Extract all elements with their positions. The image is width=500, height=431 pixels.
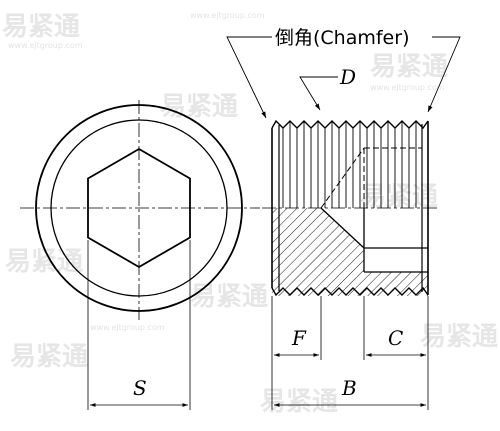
watermark-text: 易紧通 bbox=[260, 387, 338, 417]
chamfer-leader-right bbox=[427, 36, 461, 113]
s-label: S bbox=[133, 376, 147, 400]
watermark-url: www.ejtgroup.com bbox=[370, 83, 445, 92]
d-leader bbox=[299, 76, 338, 111]
hidden-socket-taper bbox=[320, 147, 365, 209]
watermark-text: 易紧通 bbox=[5, 247, 83, 277]
watermark-url: www.ejtgroup.com bbox=[90, 323, 165, 332]
chamfer-label: 倒角(Chamfer) bbox=[275, 27, 409, 49]
section-hatch bbox=[272, 208, 428, 296]
socket-void bbox=[364, 248, 428, 272]
watermark-url: www.ejtgroup.com bbox=[8, 41, 83, 50]
watermark-text: 易紧通 bbox=[2, 12, 80, 42]
watermark-text: 易紧通 bbox=[360, 182, 438, 212]
d-label: D bbox=[339, 65, 356, 89]
end-view bbox=[20, 100, 260, 410]
thread-root-lines bbox=[282, 121, 417, 208]
b-label: B bbox=[341, 376, 357, 400]
f-label: F bbox=[291, 326, 307, 350]
bottom-thread-profile bbox=[271, 286, 429, 297]
watermark-text: 易紧通 bbox=[10, 342, 88, 372]
watermark-text: 易紧通 bbox=[160, 92, 238, 122]
chamfer-leader-left bbox=[226, 36, 272, 119]
watermark-layer: 易紧通 易紧通 易紧通 易紧通 易紧通 易紧通 易紧通 易紧通 易紧通 www.… bbox=[2, 11, 498, 417]
watermark-text: 易紧通 bbox=[370, 52, 448, 82]
watermark-url: www.ejtgroup.com bbox=[190, 11, 265, 20]
watermark-text: 易紧通 bbox=[190, 282, 268, 312]
watermark-text: 易紧通 bbox=[420, 322, 498, 352]
top-thread-profile bbox=[271, 119, 429, 130]
side-view bbox=[226, 36, 461, 410]
c-label: C bbox=[388, 326, 403, 350]
socket-taper-edge bbox=[320, 207, 365, 249]
